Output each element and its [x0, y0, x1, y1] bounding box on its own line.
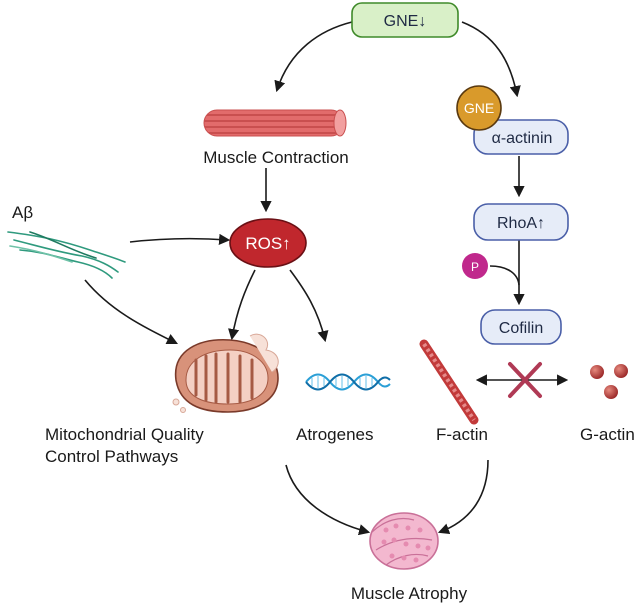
mito-label-line1: Mitochondrial Quality [45, 425, 204, 444]
rhoa-label: RhoA↑ [497, 215, 545, 232]
arrow-abeta-to-mito [84, 279, 179, 345]
dna-helix-icon [305, 373, 391, 391]
arrow-abeta-to-ros [129, 233, 231, 245]
arrow-mito-to-atrophy [285, 464, 371, 536]
abeta-label: Aβ [12, 203, 33, 222]
gne-down-label: GNE↓ [384, 13, 427, 30]
atrogenes-label: Atrogenes [296, 425, 374, 444]
alpha-actinin-node: α-actinin [473, 119, 569, 155]
arrow-ros-to-mito [228, 269, 256, 341]
cofilin-label: Cofilin [499, 320, 543, 337]
arrow-gne-to-muscle [274, 21, 353, 93]
abeta-fibril-icon [7, 231, 126, 279]
muscle-fiber-icon [203, 109, 347, 137]
g-actin-label: G-actin [580, 425, 635, 444]
g-actin-monomers-icon [590, 364, 628, 399]
gne-badge: GNE [456, 85, 502, 131]
f-actin-filament-icon [419, 339, 479, 425]
alpha-actinin-label: α-actinin [492, 130, 553, 147]
arrow-ros-to-atrogenes [289, 269, 329, 343]
mitochondrion-icon [172, 333, 279, 413]
inhibition-x-icon [508, 362, 542, 398]
arrow-gne-to-actinin [461, 21, 521, 98]
ros-node: ROS↑ [229, 218, 307, 268]
f-actin-label: F-actin [436, 425, 488, 444]
gne-badge-label: GNE [464, 100, 494, 116]
arrows [84, 21, 569, 536]
muscle-contraction-label: Muscle Contraction [203, 148, 349, 167]
muscle-atrophy-label: Muscle Atrophy [351, 584, 468, 603]
phospho-label: P [471, 260, 479, 274]
ros-label: ROS↑ [245, 234, 290, 253]
phospho-connector [489, 265, 520, 286]
cofilin-node: Cofilin [480, 309, 562, 345]
muscle-tissue-icon [369, 512, 439, 570]
phospho-badge: P [462, 253, 488, 279]
mito-label-line2: Control Pathways [45, 447, 178, 466]
arrow-factin-to-atrophy [437, 459, 489, 535]
rhoa-node: RhoA↑ [473, 203, 569, 241]
gne-down-node: GNE↓ [351, 2, 459, 38]
